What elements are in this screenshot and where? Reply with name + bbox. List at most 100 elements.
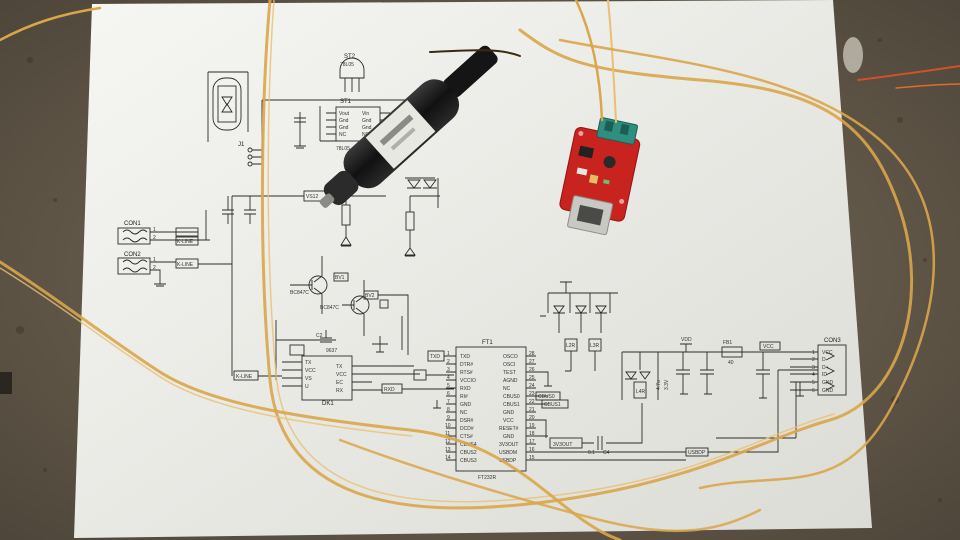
ic-chip bbox=[578, 145, 595, 159]
wire-to-pcb bbox=[607, 0, 617, 123]
ft1-pin-name: GND bbox=[460, 402, 472, 408]
st1-part: 78L05 bbox=[336, 146, 350, 152]
ft1-pin-name: CBUS2 bbox=[460, 450, 477, 456]
con2-label: CON2 bbox=[124, 252, 141, 258]
fb1-value: 40 bbox=[728, 360, 734, 366]
ft1-pin-name: TXD bbox=[460, 354, 470, 360]
ft1-pin-name: AGND bbox=[503, 378, 518, 384]
ft1-pin-name: RXD bbox=[460, 386, 471, 392]
ft1-pin-number: 1 bbox=[447, 351, 450, 357]
ft1-pin-number: 24 bbox=[529, 383, 535, 389]
bench-object-left bbox=[0, 372, 12, 394]
st1-pin-6: Gnd bbox=[362, 125, 372, 131]
con2-kline-label: K-LINE bbox=[177, 262, 194, 268]
pcb-module bbox=[559, 117, 641, 236]
ft1-pin-number: 4 bbox=[447, 375, 450, 381]
con3-pin-name: GND bbox=[822, 388, 834, 394]
st1-pin-7: Gnd bbox=[362, 118, 372, 124]
c2-label: C2 bbox=[316, 333, 323, 339]
ft1-pin-name: USBDM bbox=[499, 450, 517, 456]
ft1-pin-number: 19 bbox=[529, 423, 535, 429]
rxd-net-label: RXD bbox=[384, 387, 395, 393]
wire-top-left bbox=[0, 6, 102, 42]
ft1-pin-name: TEST bbox=[503, 370, 516, 376]
dk1-pin-l3: VS bbox=[305, 376, 312, 382]
mounting-hole bbox=[619, 198, 625, 204]
terminal-slot bbox=[604, 120, 614, 132]
ft1-pin-number: 14 bbox=[445, 455, 451, 461]
ft1-left-pin-numbers: 1 2 3 4 5 6 7 8 9 10 11 12 13 14 bbox=[445, 351, 451, 461]
con3-pin-name: VCC bbox=[822, 350, 833, 356]
c4-label: C4 bbox=[603, 450, 610, 456]
con1-kline-label: K-LINE bbox=[177, 239, 194, 245]
con3-pin-number: 1 bbox=[812, 350, 815, 356]
ft1-pin-number: 25 bbox=[529, 375, 535, 381]
con3-pin-number: 4 bbox=[812, 372, 815, 378]
bv2-label: BV2 bbox=[365, 293, 375, 299]
wire-long-right bbox=[558, 38, 935, 490]
st2-label: ST2 bbox=[344, 54, 356, 60]
wire-to-pcb bbox=[574, 0, 604, 122]
ft1-pin-number: 7 bbox=[447, 399, 450, 405]
con3-pin-name: ID bbox=[822, 372, 827, 378]
con3-pin-number: 5 bbox=[812, 380, 815, 386]
voltage-label: 3.3V bbox=[664, 379, 670, 390]
st1-pin-2: Gnd bbox=[339, 118, 349, 124]
ft1-pin-name: GND bbox=[503, 434, 515, 440]
plug-label-band bbox=[365, 100, 436, 169]
txd-net-label: TXD bbox=[430, 354, 440, 360]
st1-pin-4: NC bbox=[339, 132, 347, 138]
ft1-pin-number: 26 bbox=[529, 367, 535, 373]
crystal bbox=[603, 156, 616, 169]
ft1-pin-name: VCCIO bbox=[460, 378, 476, 384]
wire-loop bbox=[260, 0, 913, 510]
con3-pin-number: 6 bbox=[812, 388, 815, 394]
usb-port-opening bbox=[576, 204, 604, 226]
t1-part: BC847C bbox=[290, 290, 309, 296]
ft1-pin-name: DCD# bbox=[460, 426, 474, 432]
ft1-pin-number: 22 bbox=[529, 399, 535, 405]
wire-red bbox=[857, 65, 960, 81]
dk1-kline-label: K-LINE bbox=[236, 374, 253, 380]
wire-left-inner bbox=[0, 267, 413, 437]
con2-pin-1: 1 bbox=[153, 257, 156, 263]
dk1-pin-r1: TX bbox=[336, 364, 343, 370]
t2-part: BC847C bbox=[320, 305, 339, 311]
cap-value-label: 4.7u bbox=[656, 380, 662, 390]
ft1-pin-name: RESET# bbox=[499, 426, 519, 432]
usbdp-net-label: USBDP bbox=[688, 450, 706, 456]
ft1-pin-name: 3V3OUT bbox=[499, 442, 518, 448]
ft1-pin-number: 20 bbox=[529, 415, 535, 421]
ft1-pin-name: CBUS1 bbox=[503, 402, 520, 408]
ft1-pin-name: RI# bbox=[460, 394, 468, 400]
ft1-pin-name: CTS# bbox=[460, 434, 473, 440]
ft1-pin-number: 9 bbox=[447, 415, 450, 421]
ft1-pin-number: 6 bbox=[447, 391, 450, 397]
ft1-part: FT232R bbox=[478, 475, 496, 481]
ft1-right-pin-names: OSCO OSCI TEST AGND NC CBUS0 CBUS1 GND V… bbox=[499, 354, 520, 464]
ft1-pin-name: OSCO bbox=[503, 354, 518, 360]
dk1-pin-l1: TX bbox=[305, 360, 312, 366]
ft1-pin-number: 12 bbox=[445, 439, 451, 445]
l3r-label: L3R bbox=[590, 343, 600, 349]
mounting-hole bbox=[578, 130, 584, 136]
con3-pin-number: 3 bbox=[812, 365, 815, 371]
con1-pin-2: 2 bbox=[153, 235, 156, 241]
vcc-label: VCC bbox=[763, 344, 774, 350]
dk1-pin-l2: VCC bbox=[305, 368, 316, 374]
ft1-pin-number: 17 bbox=[529, 439, 535, 445]
ft1-pin-number: 28 bbox=[529, 351, 535, 357]
ft1-pin-name: VCC bbox=[503, 418, 514, 424]
ft1-left-pin-names: TXD DTR# RTS# VCCIO RXD RI# GND NC DSR# … bbox=[460, 354, 477, 464]
st1-label: ST1 bbox=[340, 99, 352, 105]
right-section-labels: CBUS0 CBUS1 3V3OUT C4 0.1 USBDP VDD VCC … bbox=[538, 337, 841, 456]
ft1-pin-number: 11 bbox=[445, 431, 450, 437]
ft1-pin-name: NC bbox=[503, 386, 511, 392]
lighter-plug bbox=[319, 45, 498, 208]
j1-label: J1 bbox=[238, 142, 245, 148]
plug-contact bbox=[319, 193, 335, 208]
wire-loop bbox=[267, 0, 835, 503]
ft1-pin-name: USBDP bbox=[499, 458, 517, 464]
plug-label-stripe bbox=[379, 114, 414, 146]
l4r-label: L4R bbox=[636, 389, 646, 395]
